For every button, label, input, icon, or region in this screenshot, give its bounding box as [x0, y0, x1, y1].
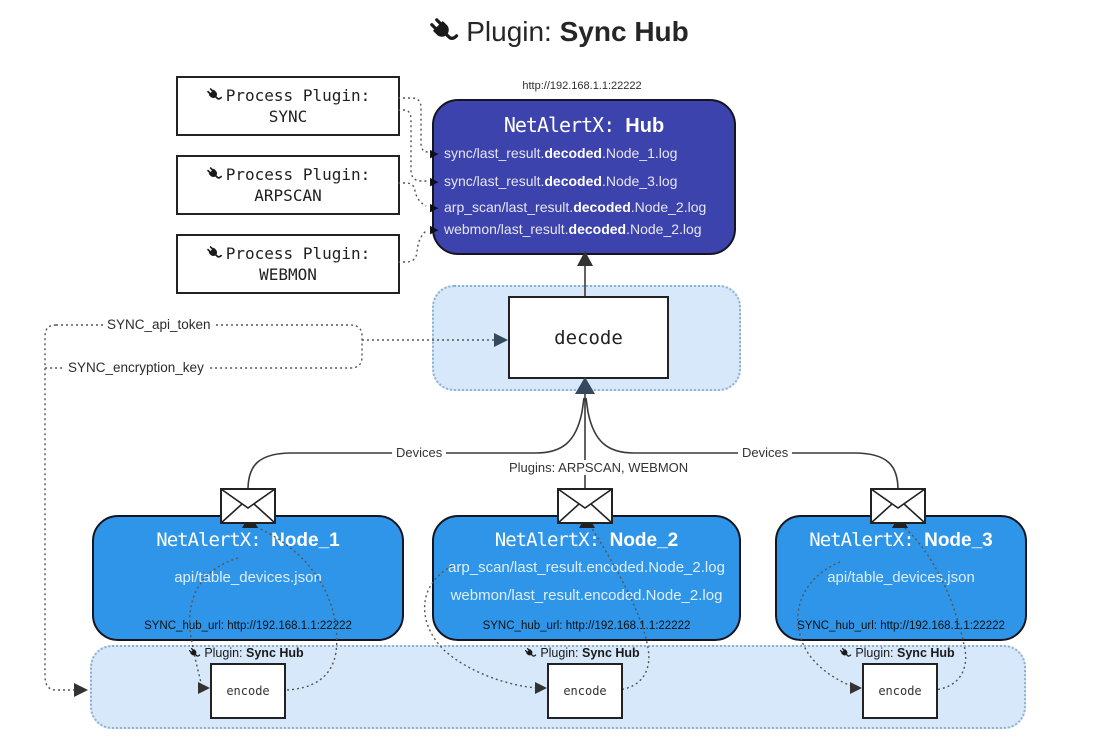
process-plugin-sync-box: Process Plugin: SYNC — [176, 76, 400, 136]
triangle-marker-icon: ▶ — [430, 176, 439, 188]
plug-icon — [839, 647, 852, 660]
encode-box: encode — [210, 663, 286, 719]
process-plugin-name: ARPSCAN — [254, 186, 322, 205]
decode-box: decode — [508, 296, 669, 379]
hub-title: NetAlertX: Hub — [503, 113, 665, 137]
node-3-box: NetAlertX: Node_3 api/table_devices.json… — [775, 515, 1027, 641]
plugins-label: Plugins: ARPSCAN, WEBMON — [505, 460, 693, 475]
encode-plugin-label: Plugin: Sync Hub — [512, 646, 652, 660]
node-file: arp_scan/last_result.encoded.Node_2.log — [448, 559, 725, 576]
sync-encryption-key-label: SYNC_encryption_key — [64, 360, 208, 375]
encode-box: encode — [547, 663, 623, 719]
envelope-icon — [870, 488, 926, 524]
process-plugin-label: Process Plugin: — [225, 165, 371, 184]
process-plugin-label: Process Plugin: — [225, 86, 371, 105]
node-title: NetAlertX: Node_2 — [494, 529, 679, 551]
hub-box: NetAlertX: Hub ▶ sync/last_result.decode… — [430, 99, 736, 255]
node-hub-url: SYNC_hub_url: http://192.168.1.1:22222 — [144, 620, 352, 632]
devices-right-label: Devices — [738, 445, 793, 460]
plug-icon — [206, 166, 223, 183]
plug-icon — [524, 647, 537, 660]
sync-api-token-label: SYNC_api_token — [103, 317, 215, 332]
plug-icon — [428, 16, 460, 48]
encode-box: encode — [862, 663, 938, 719]
node-1-box: NetAlertX: Node_1 api/table_devices.json… — [92, 515, 404, 641]
page-title-text: Plugin: Sync Hub — [466, 16, 689, 47]
encode-plugin-label: Plugin: Sync Hub — [176, 646, 316, 660]
triangle-marker-icon: ▶ — [430, 148, 439, 160]
hub-log-line: ▶ sync/last_result.decoded.Node_3.log — [430, 173, 678, 189]
plug-icon — [188, 647, 201, 660]
node-file: api/table_devices.json — [174, 569, 322, 586]
node-title: NetAlertX: Node_1 — [156, 529, 340, 551]
node-file: webmon/last_result.encoded.Node_2.log — [450, 587, 723, 604]
hub-log-line: ▶ webmon/last_result.decoded.Node_2.log — [430, 221, 702, 237]
devices-left-label: Devices — [392, 445, 447, 460]
triangle-marker-icon: ▶ — [430, 224, 439, 236]
process-plugin-name: WEBMON — [259, 265, 317, 284]
envelope-icon — [220, 488, 276, 524]
envelope-icon — [557, 488, 613, 524]
plug-icon — [206, 87, 223, 104]
plug-icon — [206, 245, 223, 262]
node-hub-url: SYNC_hub_url: http://192.168.1.1:22222 — [797, 620, 1005, 632]
node-file: api/table_devices.json — [827, 569, 975, 586]
hub-log-line: ▶ sync/last_result.decoded.Node_1.log — [430, 145, 678, 161]
node-2-box: NetAlertX: Node_2 arp_scan/last_result.e… — [432, 515, 741, 641]
hub-url: http://192.168.1.1:22222 — [522, 80, 642, 92]
process-plugin-label: Process Plugin: — [225, 244, 371, 263]
node-hub-url: SYNC_hub_url: http://192.168.1.1:22222 — [482, 620, 691, 632]
process-plugin-webmon-box: Process Plugin: WEBMON — [176, 234, 400, 294]
process-plugin-arpscan-box: Process Plugin: ARPSCAN — [176, 155, 400, 215]
encode-plugin-label: Plugin: Sync Hub — [827, 646, 967, 660]
hub-log-line: ▶ arp_scan/last_result.decoded.Node_2.lo… — [430, 199, 707, 215]
node-title: NetAlertX: Node_3 — [809, 529, 993, 551]
process-plugin-name: SYNC — [268, 107, 308, 126]
triangle-marker-icon: ▶ — [430, 202, 439, 214]
page-title: Plugin: Sync Hub — [0, 16, 1117, 48]
